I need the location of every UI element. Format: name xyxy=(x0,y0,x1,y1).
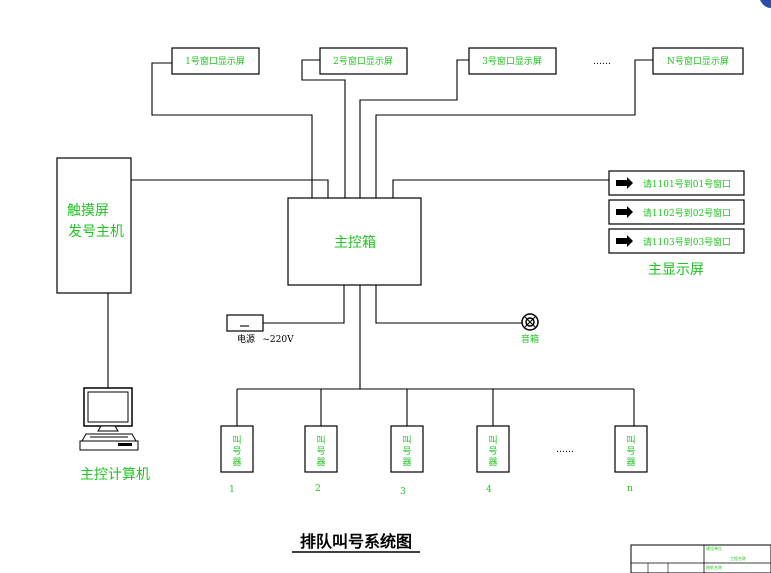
title-block-cell-3: 图纸名称 xyxy=(706,564,722,570)
svg-text:器: 器 xyxy=(316,457,325,468)
main-to-display-wire xyxy=(392,179,609,198)
power-voltage: ~220V xyxy=(262,335,294,345)
caller-4-number: 4 xyxy=(486,485,492,495)
title-block-cell-2: 工程名称 xyxy=(730,555,746,561)
window-display-3: 3号窗口显示屏 xyxy=(468,47,557,75)
caller-2: 叫 号 器 2 xyxy=(304,425,338,494)
svg-text:叫: 叫 xyxy=(626,435,635,446)
main-display-row-2: 请1102号到02号窗口 xyxy=(643,207,731,219)
svg-text:器: 器 xyxy=(402,457,411,468)
caller-bus xyxy=(236,285,635,426)
window-display-1-label: 1号窗口显示屏 xyxy=(185,55,245,67)
svg-text:器: 器 xyxy=(626,457,635,468)
power-supply: 电源 ~220V xyxy=(226,314,294,345)
arrow-right-icon xyxy=(616,177,633,189)
power-label: 电源 xyxy=(237,333,255,345)
window-ellipsis: …… xyxy=(593,57,611,67)
caller-ellipsis: …… xyxy=(556,445,574,455)
main-display-caption: 主显示屏 xyxy=(648,262,704,278)
window-display-n: N号窗口显示屏 xyxy=(652,47,744,75)
diagram-title: 排队叫号系统图 xyxy=(292,532,420,553)
main-display-row-3: 请1103号到03号窗口 xyxy=(643,236,731,248)
window-display-3-label: 3号窗口显示屏 xyxy=(482,55,542,67)
arrow-right-icon xyxy=(616,235,633,247)
svg-text:号: 号 xyxy=(402,446,411,457)
touch-screen-line2: 发号主机 xyxy=(68,224,124,240)
svg-text:器: 器 xyxy=(488,457,497,468)
caller-1-label-1: 叫 xyxy=(232,435,241,446)
corner-mark-icon xyxy=(760,0,771,8)
speaker-label: 音箱 xyxy=(521,333,539,345)
caller-n: 叫 号 器 n xyxy=(614,425,648,494)
touch-to-main-wire xyxy=(131,179,329,198)
power-wire xyxy=(263,285,345,324)
main-control-box: 主控箱 xyxy=(287,197,422,286)
svg-text:号: 号 xyxy=(488,446,497,457)
caller-4: 叫 号 器 4 xyxy=(476,425,510,495)
caller-n-number: n xyxy=(627,484,633,494)
caller-3-number: 3 xyxy=(400,487,406,497)
main-display-row-1: 请1101号到01号窗口 xyxy=(643,178,731,190)
title-block: 建设单位 工程名称 图纸名称 xyxy=(630,544,771,573)
touch-screen-host: 触摸屏 发号主机 xyxy=(56,157,132,294)
main-computer: 主控计算机 xyxy=(79,387,150,483)
svg-text:叫: 叫 xyxy=(402,435,411,446)
caller-1-number: 1 xyxy=(229,485,235,495)
main-control-box-label: 主控箱 xyxy=(334,235,376,251)
window-display-1: 1号窗口显示屏 xyxy=(171,47,260,75)
computer-label: 主控计算机 xyxy=(80,467,150,483)
computer-icon xyxy=(79,387,139,451)
svg-text:叫: 叫 xyxy=(316,435,325,446)
main-display: 请1101号到01号窗口 请1102号到02号窗口 请1103号到03号窗口 主… xyxy=(608,170,745,278)
caller-2-number: 2 xyxy=(315,484,321,494)
caller-3: 叫 号 器 3 xyxy=(390,425,424,497)
window-display-n-label: N号窗口显示屏 xyxy=(667,55,729,67)
window-display-2-label: 2号窗口显示屏 xyxy=(333,55,393,67)
caller-1-label-2: 号 xyxy=(232,446,241,457)
title-block-cell-1: 建设单位 xyxy=(706,545,722,551)
touch-screen-line1: 触摸屏 xyxy=(67,203,109,219)
diagram-title-text: 排队叫号系统图 xyxy=(300,532,412,551)
window-display-2: 2号窗口显示屏 xyxy=(319,47,408,75)
caller-1: 叫 号 器 1 xyxy=(220,425,254,495)
speaker-wire xyxy=(375,285,522,324)
caller-1-label-3: 器 xyxy=(232,457,241,468)
speaker: 音箱 xyxy=(521,313,539,345)
arrow-right-icon xyxy=(616,206,633,218)
svg-text:号: 号 xyxy=(626,446,635,457)
svg-text:叫: 叫 xyxy=(488,435,497,446)
svg-text:号: 号 xyxy=(316,446,325,457)
window-display-wires xyxy=(151,59,653,198)
